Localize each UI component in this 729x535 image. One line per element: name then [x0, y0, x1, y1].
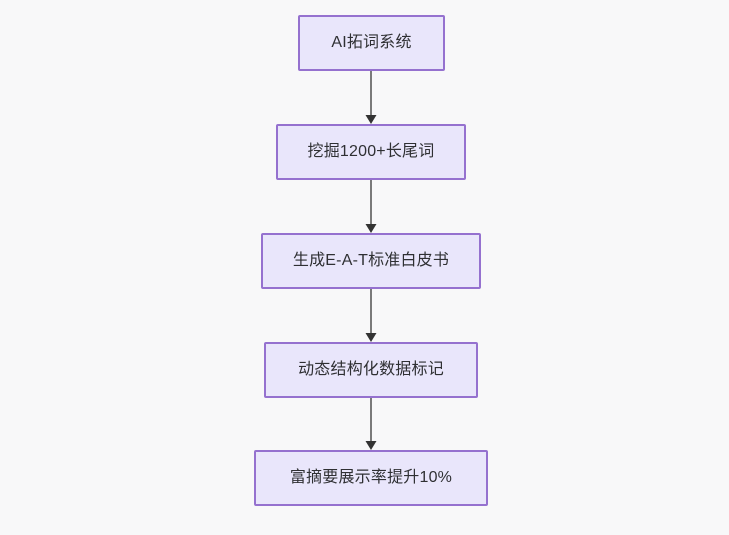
- flow-node-label: 富摘要展示率提升10%: [289, 469, 453, 487]
- arrowhead-icon: [365, 333, 377, 342]
- flow-node-generate-eat-whitepaper[interactable]: 生成E-A-T标准白皮书: [261, 233, 481, 289]
- flow-edge-n2-to-n3: [365, 289, 377, 342]
- flow-node-mine-longtail-keywords[interactable]: 挖掘1200+长尾词: [276, 124, 466, 180]
- flow-edge-n3-to-n4: [365, 398, 377, 450]
- flow-node-ai-keyword-system[interactable]: AI拓词系统: [298, 15, 445, 71]
- flow-edge-n1-to-n2: [365, 180, 377, 233]
- arrowhead-icon: [365, 115, 377, 124]
- flow-node-label: AI拓词系统: [331, 34, 412, 52]
- arrowhead-icon: [365, 441, 377, 450]
- flow-node-dynamic-structured-data-markup[interactable]: 动态结构化数据标记: [264, 342, 478, 398]
- flow-node-rich-snippet-impression-uplift[interactable]: 富摘要展示率提升10%: [254, 450, 488, 506]
- flow-node-label: 挖掘1200+长尾词: [307, 143, 435, 161]
- flow-edge-n0-to-n1: [365, 71, 377, 124]
- arrowhead-icon: [365, 224, 377, 233]
- flow-node-label: 动态结构化数据标记: [298, 361, 444, 379]
- flow-node-label: 生成E-A-T标准白皮书: [292, 252, 450, 270]
